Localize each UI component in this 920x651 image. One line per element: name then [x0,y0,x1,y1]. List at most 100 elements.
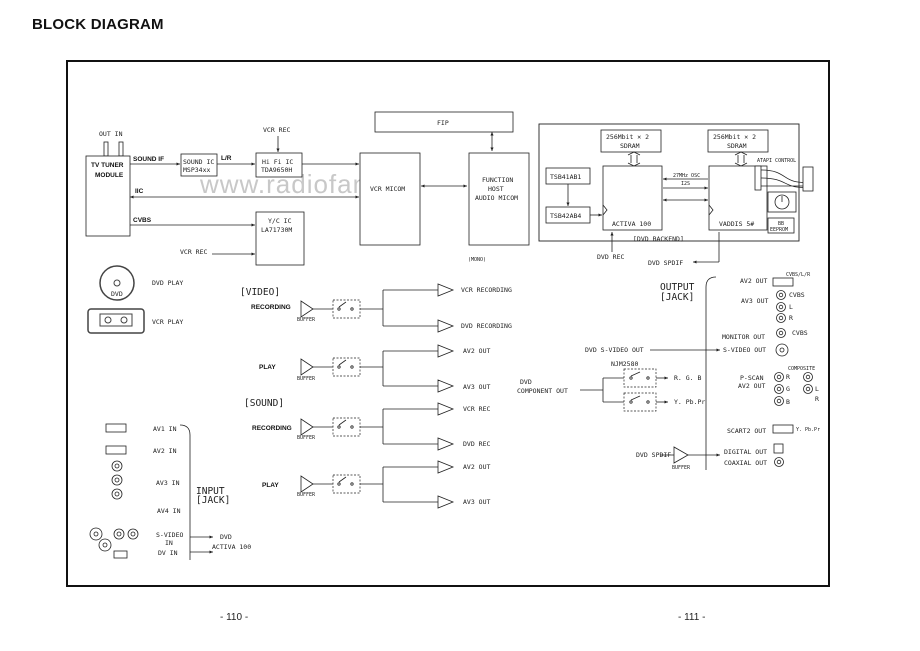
scart-connector-icon [105,423,127,433]
atapi-label: ATAPI CONTROL [757,158,796,164]
rca-jack-icon [776,328,786,338]
hifi-ic-block: Hi Fi IC TDA9650H [255,152,303,178]
rca-jack-icon [127,528,139,540]
output-svideo-out: S-VIDEO OUT [723,346,766,354]
output-comp-l: L [815,385,819,393]
dvd-backend-label: [DVD BACKEND] [633,235,684,243]
video-out-av2: AV2 OUT [463,347,490,355]
sound-play-label: PLAY [262,482,279,489]
output-av3-r: R [789,314,793,322]
output-av3-l: L [789,303,793,311]
scart-connector-icon [105,445,127,455]
rca-jack-icon [113,528,125,540]
page-number-left: - 110 - [220,612,249,623]
dvd-icon-label: DVD [111,290,123,298]
function-host-block: FUNCTION HOST AUDIO MICOM [468,152,530,246]
function-host-label-2: HOST [488,185,504,193]
diagram-frame [66,60,830,587]
yc-ic-label-2: LA71730M [261,226,292,234]
input-dest-2: ACTIVA 100 [212,543,251,551]
output-spdif-src: DVD SPDIF [636,451,671,459]
cvbs-label: CVBS [133,217,152,224]
tsb41ab1-label: TSB41AB1 [550,173,581,181]
rca-jack-icon [111,488,123,500]
output-njm: NJM2580 [611,360,638,368]
video-recording-label: RECORDING [251,304,291,311]
output-component-src-1: DVD [520,378,532,386]
vcr-micom-label: VCR MICOM [370,185,405,193]
video-play-label: PLAY [259,364,276,371]
sound-play-buffer: BUFFER [297,492,316,498]
input-av2: AV2 IN [153,447,177,455]
rca-jack-icon [111,460,123,472]
rca-jack-icon [776,290,786,300]
tuner-label-1: TV TUNER [91,162,124,169]
sound-ic-label-1: SOUND IC [183,158,214,166]
dv-connector-icon [113,550,128,559]
rca-jack-icon [774,372,784,382]
eeprom-label-2: EEPROM [770,227,788,233]
video-play-path: PLAY BUFFER AV2 OUT AV3 OUT [259,344,490,393]
rca-jack-icon [774,396,784,406]
sound-ic-label-2: MSP34xx [183,166,210,174]
osc-label: 27MHz OSC [673,173,700,179]
output-comp-g: G [786,385,790,393]
scart-connector-icon [772,424,794,434]
yc-ic-label-1: Y/C IC [268,217,292,225]
sound-header: [SOUND] [244,398,284,409]
page-number-right: - 111 - [678,612,706,623]
video-out-vcr-rec: VCR RECORDING [461,286,512,294]
vhs-tape-icon [87,308,145,334]
input-title-1: INPUT [196,486,225,497]
output-jack-panel: OUTPUT [JACK] AV2 OUT CVBS/L/R AV3 OUT C… [517,272,820,471]
video-header: [VIDEO] [240,287,280,298]
coaxial-jack-icon [774,457,784,467]
sdram1-label-2: SDRAM [620,142,640,150]
input-jack-panel: INPUT [JACK] AV1 IN AV2 IN AV3 IN AV4 IN… [89,423,251,560]
sound-if-label: SOUND IF [133,156,164,163]
vcr-micom-block: VCR MICOM [359,152,421,246]
output-spdif-buffer: BUFFER [672,465,691,471]
rca-jack-icon [803,384,813,394]
input-svideo-2: IN [165,539,173,547]
output-av2-tag: CVBS/L/R [786,272,811,278]
input-dv: DV IN [158,549,178,557]
video-play-buffer: BUFFER [297,376,316,382]
dvd-spdif-label: DVD SPDIF [648,259,683,267]
input-title-2: [JACK] [196,495,230,506]
sdram2-label-2: SDRAM [727,142,747,150]
video-out-av3: AV3 OUT [463,383,490,391]
output-digital: DIGITAL OUT [724,448,767,456]
dvd-play-label: DVD PLAY [152,279,183,287]
output-comp-r2: R [815,395,819,403]
vcr-rec-top-label: VCR REC [263,126,290,134]
fip-label: FIP [437,119,449,127]
i2s-label: I2S [681,181,690,187]
output-title-2: [JACK] [660,292,694,303]
hifi-ic-label-1: Hi Fi IC [262,158,293,166]
output-pscan-1: P-SCAN [740,374,764,382]
function-host-label-1: FUNCTION [482,176,513,184]
output-ypbpr: Y. Pb.Pr [674,398,705,406]
tsb42ab4-label: TSB42AB4 [550,212,581,220]
function-host-label-3: AUDIO MICOM [475,194,518,202]
rca-jack-icon [776,313,786,323]
sound-out-vcr-rec: VCR REC [463,405,490,413]
rca-jack-icon [776,302,786,312]
input-av3: AV3 IN [156,479,180,487]
vaddis-label: VADDIS 5# [719,220,754,228]
activa-label: ACTIVA 100 [612,220,651,228]
output-component-src-2: COMPONENT OUT [517,387,568,395]
iic-label: IIC [135,188,144,195]
rca-jack-icon [803,372,813,382]
tuner-out-in-label: OUT IN [99,130,123,138]
sdram2-label-1: 256Mbit ✕ 2 [713,133,756,141]
sound-out-dvd-rec: DVD REC [463,440,490,448]
vcr-rec-mid-label: VCR REC [180,248,207,256]
video-out-dvd-rec: DVD RECORDING [461,322,512,330]
dvd-disc-icon: DVD [99,265,135,301]
hifi-ic-label-2: TDA9650H [261,166,292,174]
yc-ic-block: Y/C IC LA71730M [255,211,305,266]
output-title-1: OUTPUT [660,282,695,293]
